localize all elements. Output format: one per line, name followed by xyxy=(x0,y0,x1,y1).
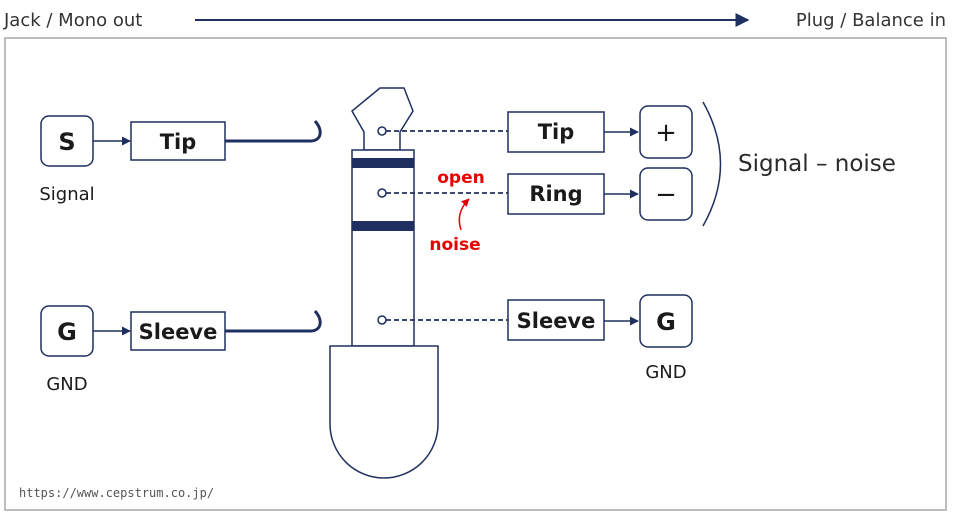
ring-contact-point xyxy=(377,188,387,198)
plug-tip-label: Tip xyxy=(538,120,575,144)
plug-tip xyxy=(351,87,414,151)
diagram-frame xyxy=(4,37,947,511)
plus-symbol: + xyxy=(655,118,677,148)
trs-plug xyxy=(329,87,439,479)
minus-symbol: − xyxy=(655,180,677,210)
tip-contact-point xyxy=(377,126,387,136)
plug-ring-label: Ring xyxy=(529,182,582,206)
jack-sleeve-wire xyxy=(225,310,322,333)
signal-minus-noise-label: Signal – noise xyxy=(738,151,896,177)
sleeve-contact-point xyxy=(377,315,387,325)
header-right-label: Plug / Balance in xyxy=(796,10,946,31)
ground-node-letter: G xyxy=(57,318,77,346)
plug-ring-path: Ring − xyxy=(386,167,693,221)
jack-signal-path: S Signal Tip xyxy=(39,115,322,205)
plus-node xyxy=(639,105,693,159)
insulator-band-upper xyxy=(352,158,414,168)
plug-sleeve-label: Sleeve xyxy=(517,309,596,333)
plug-sleeve-path: Sleeve G GND xyxy=(386,294,693,383)
jack-ground-path: G GND Sleeve xyxy=(40,305,322,395)
right-ground-node xyxy=(639,294,693,348)
jack-sleeve-box xyxy=(130,311,226,351)
insulator-band-lower xyxy=(352,221,414,231)
signal-caption: Signal xyxy=(39,184,94,205)
ground-caption: GND xyxy=(46,374,87,395)
noise-arrow xyxy=(458,198,470,231)
plug-ring-box xyxy=(507,173,605,215)
plug-handle xyxy=(329,345,439,479)
jack-tip-label: Tip xyxy=(160,130,197,154)
source-url: https://www.cepstrum.co.jp/ xyxy=(19,486,214,500)
right-ground-node-letter: G xyxy=(656,308,676,336)
header-left-label: Jack / Mono out xyxy=(3,10,142,31)
plug-tip-path: Tip + xyxy=(386,105,693,159)
jack-sleeve-label: Sleeve xyxy=(139,320,218,344)
jack-tip-wire xyxy=(225,120,322,143)
right-ground-caption: GND xyxy=(645,362,686,383)
minus-node xyxy=(639,167,693,221)
noise-label: noise xyxy=(429,235,480,255)
open-label: open xyxy=(437,168,484,188)
balanced-pair-bracket xyxy=(702,101,722,227)
plug-sleeve-box xyxy=(507,299,605,341)
signal-node-letter: S xyxy=(58,128,75,156)
